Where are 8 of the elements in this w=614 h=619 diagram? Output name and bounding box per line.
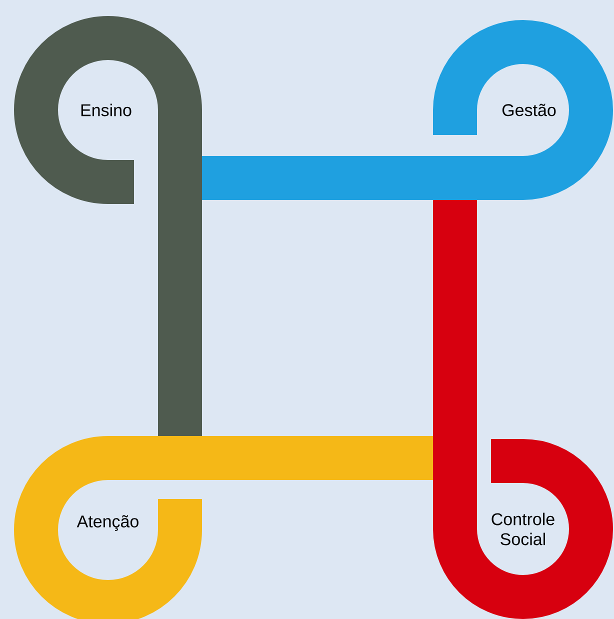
curved-band [14,16,202,436]
band-label: Ensino [81,104,132,116]
band-label: Gestão [502,104,556,116]
curved-band [14,436,433,619]
curved-band [433,200,613,619]
band-label: Controle Social [492,512,554,546]
curved-band [202,20,613,200]
band-label: Atenção [76,515,138,531]
